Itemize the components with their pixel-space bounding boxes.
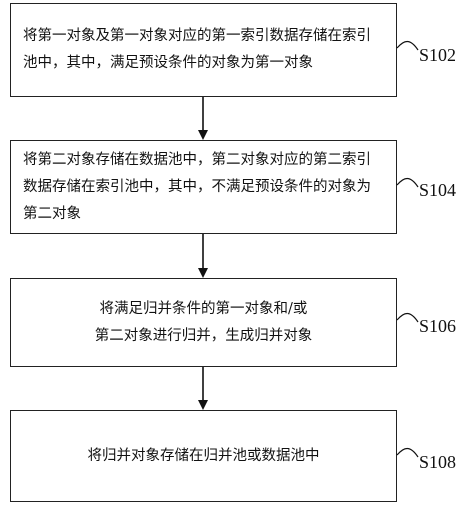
step-label-s108: S108 xyxy=(419,452,457,472)
step-text-s104: 将第二对象存储在数据池中，第二对象对应的第二索引数据存储在索引池中，其中，不满足… xyxy=(23,151,371,222)
step-label-s102: S102 xyxy=(419,45,457,65)
leader-curve-s104 xyxy=(396,177,419,188)
leader-curve-s108 xyxy=(396,447,419,458)
step-box-s102: 将第一对象及第一对象对应的第一索引数据存储在索引池中，其中，满足预设条件的对象为… xyxy=(10,3,397,97)
leader-curve-s106 xyxy=(396,312,419,323)
step-box-s106: 将满足归并条件的第一对象和/或第二对象进行归并，生成归并对象 xyxy=(10,278,397,367)
leader-curve-s102 xyxy=(396,40,419,51)
step-text-s106: 将满足归并条件的第一对象和/或第二对象进行归并，生成归并对象 xyxy=(94,300,313,344)
step-text-s108: 将归并对象存储在归并池或数据池中 xyxy=(87,447,320,464)
step-text-s102: 将第一对象及第一对象对应的第一索引数据存储在索引池中，其中，满足预设条件的对象为… xyxy=(23,28,371,71)
step-box-s108: 将归并对象存储在归并池或数据池中 xyxy=(10,410,397,502)
step-label-s104: S104 xyxy=(419,180,457,200)
step-box-s104: 将第二对象存储在数据池中，第二对象对应的第二索引数据存储在索引池中，其中，不满足… xyxy=(10,140,397,234)
step-label-s106: S106 xyxy=(419,316,457,336)
